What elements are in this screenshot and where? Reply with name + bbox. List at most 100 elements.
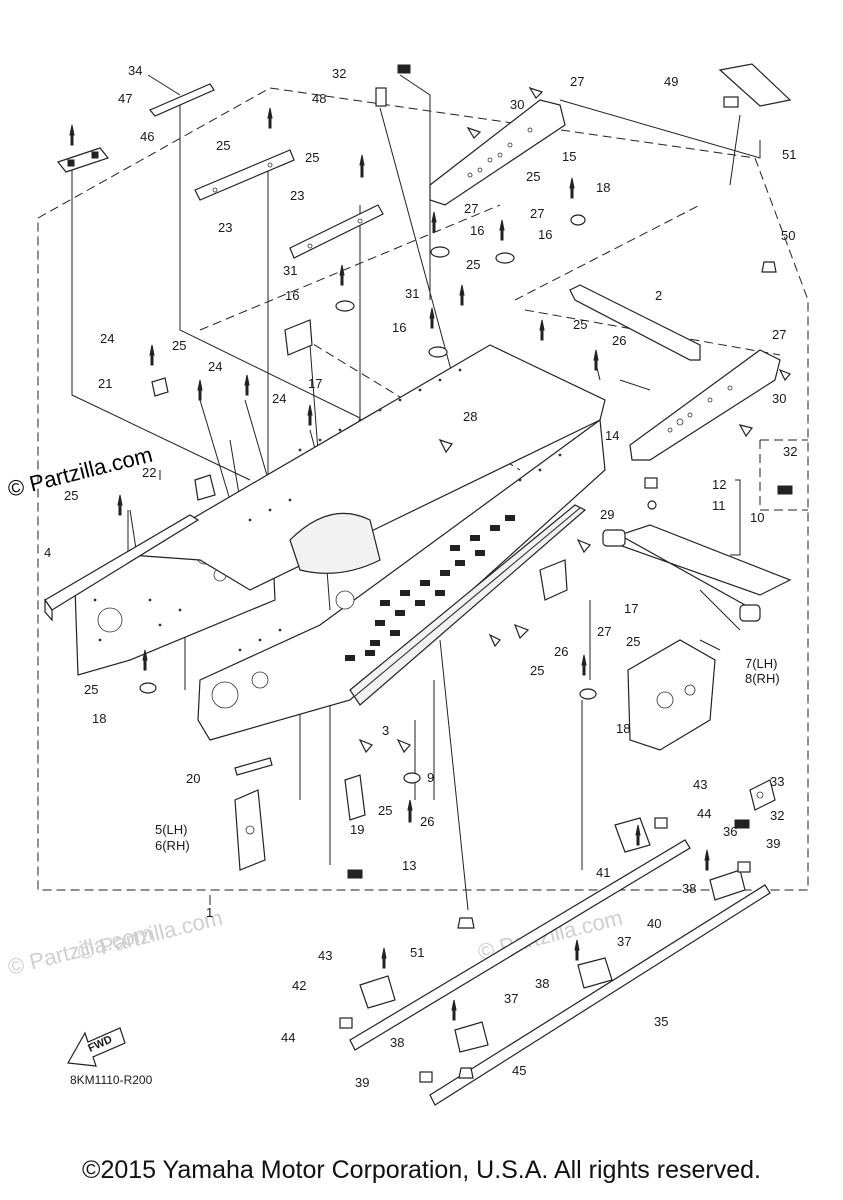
- callout-35: 35: [654, 1014, 668, 1029]
- copyright-notice: ©2015 Yamaha Motor Corporation, U.S.A. A…: [82, 1156, 761, 1184]
- part-35-slide-rail: [429, 884, 771, 1106]
- callout-37-b: 37: [504, 991, 518, 1006]
- callout-50: 50: [781, 228, 795, 243]
- callout-18-b: 18: [92, 711, 106, 726]
- part-20-plate: [234, 757, 273, 776]
- part-1-tunnel-frame: [74, 344, 606, 741]
- part-37-clip-lower: [454, 1021, 489, 1053]
- callout-44-a: 44: [697, 806, 711, 821]
- callout-45: 45: [512, 1063, 526, 1078]
- callout-1: 1: [206, 905, 213, 920]
- callout-13: 13: [402, 858, 416, 873]
- callout-28: 28: [463, 409, 477, 424]
- callout-31-b: 31: [405, 286, 419, 301]
- callout-25-i: 25: [530, 663, 544, 678]
- callout-39-b: 39: [355, 1075, 369, 1090]
- part-10-rear-crossmember: [602, 524, 792, 622]
- callout-29: 29: [600, 507, 614, 522]
- part-19-block: [344, 774, 366, 821]
- callout-40: 40: [647, 916, 661, 931]
- callout-21: 21: [98, 376, 112, 391]
- callout-42: 42: [292, 978, 306, 993]
- callout-27-a: 27: [570, 74, 584, 89]
- callout-25-j: 25: [626, 634, 640, 649]
- callout-27-b: 27: [464, 201, 478, 216]
- callout-31-a: 31: [283, 263, 297, 278]
- part-41-clip: [614, 817, 651, 853]
- part-5-6-bracket: [234, 789, 266, 871]
- callout-26-b: 26: [554, 644, 568, 659]
- callout-25-d: 25: [466, 257, 480, 272]
- callout-24-a: 24: [100, 331, 114, 346]
- callout-10: 10: [750, 510, 764, 525]
- part-14-side-rail: [629, 349, 781, 461]
- callout-8rh: 8(RH): [745, 671, 780, 686]
- part-34-strip: [149, 83, 215, 117]
- callout-34: 34: [128, 63, 142, 78]
- callout-38-a: 38: [682, 881, 696, 896]
- callout-44-b: 44: [281, 1030, 295, 1045]
- callout-15: 15: [562, 149, 576, 164]
- part-37-clip-upper: [577, 957, 613, 989]
- callout-36: 36: [723, 824, 737, 839]
- callout-51-a: 51: [782, 147, 796, 162]
- faint-watermark-mid: © Partzilla.com: [75, 905, 225, 965]
- callout-43-b: 43: [318, 948, 332, 963]
- fwd-arrow-icon: FWD: [67, 1027, 126, 1067]
- callout-11: 11: [712, 498, 726, 513]
- callout-48: 48: [312, 91, 326, 106]
- callout-37-a: 37: [617, 934, 631, 949]
- callout-27-d: 27: [772, 327, 786, 342]
- callout-25-a: 25: [216, 138, 230, 153]
- callout-33: 33: [770, 774, 784, 789]
- callout-32-b: 32: [783, 444, 797, 459]
- callout-25-h: 25: [84, 682, 98, 697]
- part-40-slide-rail: [349, 839, 691, 1051]
- callout-25-e: 25: [573, 317, 587, 332]
- callout-49: 49: [664, 74, 678, 89]
- callout-19: 19: [350, 822, 364, 837]
- part-2-crossbar: [569, 284, 701, 361]
- callout-41: 41: [596, 865, 610, 880]
- callout-2: 2: [655, 288, 662, 303]
- part-3-long-rail: [349, 504, 587, 706]
- callout-20: 20: [186, 771, 200, 786]
- part-46-bracket: [56, 147, 110, 173]
- part-36-clip: [709, 869, 746, 901]
- callout-25-c: 25: [526, 169, 540, 184]
- callout-16-b: 16: [392, 320, 406, 335]
- part-7-8-rear-bracket: [627, 639, 716, 751]
- callout-26-c: 26: [420, 814, 434, 829]
- callout-17-a: 17: [308, 376, 322, 391]
- callout-6rh: 6(RH): [155, 838, 190, 853]
- callout-labels: 1 2 3 4 5(LH) 6(RH) 7(LH) 8(RH) 9 10 11 …: [44, 63, 797, 1090]
- callout-18-c: 18: [616, 721, 630, 736]
- callout-7lh: 7(LH): [745, 656, 778, 671]
- callout-23-b: 23: [218, 220, 232, 235]
- part-39-wear-pad: [419, 861, 751, 1083]
- callout-25-k: 25: [378, 803, 392, 818]
- part-44-wear-pad: [339, 817, 668, 1029]
- callout-4: 4: [44, 545, 51, 560]
- callout-26-a: 26: [612, 333, 626, 348]
- callout-46: 46: [140, 129, 154, 144]
- callout-27-e: 27: [597, 624, 611, 639]
- callout-23-a: 23: [290, 188, 304, 203]
- callout-3: 3: [382, 723, 389, 738]
- callout-47: 47: [118, 91, 132, 106]
- part-15-upper-rail: [429, 99, 566, 206]
- diagram-code: 8KM1110-R200: [70, 1073, 153, 1087]
- callout-17-b: 17: [624, 601, 638, 616]
- callout-12: 12: [712, 477, 726, 492]
- callout-38-b: 38: [535, 976, 549, 991]
- callout-30-a: 30: [510, 97, 524, 112]
- part-4-left-rail: [44, 514, 200, 622]
- callout-25-f: 25: [172, 338, 186, 353]
- callout-24-c: 24: [272, 391, 286, 406]
- part-23-plate-lower: [289, 204, 384, 259]
- partzilla-watermark: © Partzilla.com: [5, 442, 155, 502]
- callout-16-c: 16: [470, 223, 484, 238]
- part-23-plate-upper: [194, 149, 295, 201]
- callout-32-a: 32: [332, 66, 346, 81]
